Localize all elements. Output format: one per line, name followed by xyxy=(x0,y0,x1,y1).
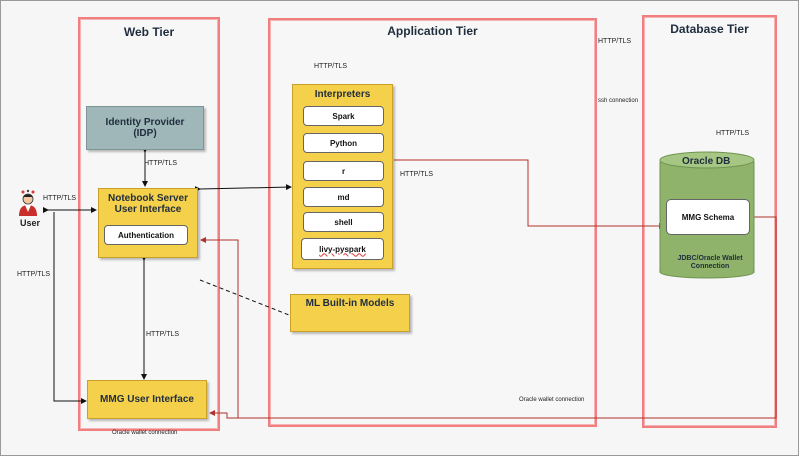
notebook-server-label: Notebook Server User Interface xyxy=(107,193,189,215)
interpreter-r: r xyxy=(303,161,384,181)
web-tier-title: Web Tier xyxy=(123,25,175,39)
user-mmg-line xyxy=(53,212,87,404)
identity-provider-label: Identity Provider (IDP) xyxy=(105,117,185,139)
user-avatar xyxy=(16,188,40,216)
interpreter-livy-pyspark-label: livy-pyspark xyxy=(319,244,366,254)
db-mmg-line xyxy=(209,216,777,419)
db-top-http-label: HTTP/TLS xyxy=(598,38,632,45)
user-label: User xyxy=(20,218,41,228)
mmg-http-label: HTTP/TLS xyxy=(146,331,180,338)
app-top-http-label: HTTP/TLS xyxy=(314,63,348,70)
interpreter-shell: shell xyxy=(303,212,384,232)
idp-http-label: HTTP/TLS xyxy=(144,160,178,167)
notebook-interpreters-line xyxy=(194,184,292,193)
authentication-box: Authentication xyxy=(104,225,188,245)
ml-dashed-line xyxy=(199,279,290,316)
wallet-app-label: Oracle wallet connection xyxy=(519,397,585,403)
wallet-bottom-label: Oracle wallet connection xyxy=(112,430,178,436)
interp-http-label: HTTP/TLS xyxy=(400,171,434,178)
user-http-label: HTTP/TLS xyxy=(43,195,77,202)
interpreter-python: Python xyxy=(303,133,384,153)
left-http-label: HTTP/TLS xyxy=(17,271,51,278)
identity-provider-box: Identity Provider (IDP) xyxy=(86,106,204,150)
ml-models-label: ML Built-in Models xyxy=(305,298,395,309)
notebook-server-box: Notebook Server User Interface xyxy=(98,188,198,258)
ml-models-box: ML Built-in Models xyxy=(290,294,410,332)
application-tier: Application Tier xyxy=(268,18,597,427)
interpreters-db-line xyxy=(394,159,665,229)
ssh-label: ssh connection xyxy=(598,98,639,104)
mmg-ui-label: MMG User Interface xyxy=(100,394,194,405)
db-footer-label: JDBC/Oracle Wallet Connection xyxy=(677,255,743,270)
db-mid-http-label: HTTP/TLS xyxy=(716,130,750,137)
mmg-ui-box: MMG User Interface xyxy=(87,380,207,419)
mmg-schema-box: MMG Schema xyxy=(666,199,750,235)
interpreter-livy-pyspark: livy-pyspark xyxy=(301,238,384,260)
oracle-db-title: Oracle DB xyxy=(682,156,731,167)
wallet-notebook-line xyxy=(200,237,239,418)
interpreters-title: Interpreters xyxy=(314,89,371,100)
user-icon xyxy=(19,189,37,216)
application-tier-title: Application Tier xyxy=(387,24,478,38)
database-tier-title: Database Tier xyxy=(670,22,749,36)
interpreter-md: md xyxy=(303,187,384,207)
interpreter-spark: Spark xyxy=(303,106,384,126)
